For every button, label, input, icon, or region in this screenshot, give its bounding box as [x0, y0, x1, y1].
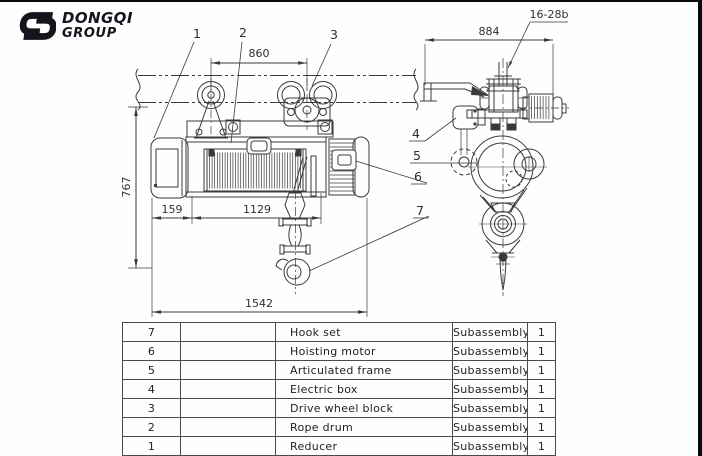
part-number: 5 — [122, 360, 181, 380]
dim-lower-lengths: 159 1129 1542 — [151, 193, 368, 317]
part-code — [180, 417, 276, 437]
company-logo: DONGQI GROUP — [14, 7, 133, 45]
part-number: 6 — [122, 341, 181, 361]
callout-1: 1 — [193, 26, 201, 41]
dim-767: 767 — [120, 177, 133, 198]
part-number: 7 — [122, 322, 181, 342]
callout-2: 2 — [239, 25, 247, 40]
dim-860: 860 — [249, 47, 270, 60]
travel-motor — [519, 93, 569, 123]
dim-overall-height: 767 — [120, 106, 152, 269]
hoisting-motor — [328, 136, 370, 198]
logo-mark-icon — [19, 12, 56, 40]
dim-1129: 1129 — [243, 203, 271, 216]
part-type: Subassembly — [452, 360, 528, 380]
callout-7: 7 — [416, 203, 424, 218]
part-qty: 1 — [527, 436, 556, 456]
part-qty: 1 — [527, 341, 556, 361]
callout-5: 5 — [413, 148, 421, 163]
part-code — [180, 436, 276, 456]
part-qty: 1 — [527, 360, 556, 380]
dim-trolley-width: 884 — [424, 25, 554, 110]
wire-rope — [292, 155, 317, 197]
motor-fins-end-view — [531, 96, 550, 119]
callout-3: 3 — [330, 27, 338, 42]
reducer-housing — [150, 137, 189, 199]
photo-edge-top — [0, 0, 702, 2]
callout-4: 4 — [412, 126, 420, 141]
support-arm — [420, 82, 489, 102]
hook-set — [275, 190, 312, 294]
part-code — [180, 379, 276, 399]
part-qty: 1 — [527, 398, 556, 418]
part-name: Electric box — [275, 379, 453, 399]
part-number: 1 — [122, 436, 181, 456]
brand-name: DONGQI — [62, 9, 133, 28]
part-name: Reducer — [275, 436, 453, 456]
part-name: Hoisting motor — [275, 341, 453, 361]
callouts-end-view: 4 5 6 7 — [308, 117, 476, 272]
part-type: Subassembly — [452, 341, 528, 361]
gear-housing — [468, 135, 547, 199]
suspension-bolts — [490, 117, 517, 131]
part-type: Subassembly — [452, 322, 528, 342]
part-qty: 1 — [527, 417, 556, 437]
part-code — [180, 322, 276, 342]
photo-edge-right — [698, 0, 702, 456]
dim-1542: 1542 — [245, 297, 273, 310]
dim-wheel-span: 860 — [210, 47, 308, 92]
part-name: Hook set — [275, 322, 453, 342]
suspension-frame — [186, 119, 334, 138]
end-view: 884 16-28b 4 5 6 7 — [308, 8, 569, 296]
part-type: Subassembly — [452, 398, 528, 418]
part-code — [180, 360, 276, 380]
rope-falls — [479, 187, 528, 213]
articulated-frame — [450, 129, 478, 176]
part-qty: 1 — [527, 379, 556, 399]
dim-159: 159 — [162, 203, 183, 216]
hook-block — [479, 202, 527, 291]
callouts-side-view: 1 2 3 — [153, 25, 338, 144]
part-name: Drive wheel block — [275, 398, 453, 418]
brand-group: GROUP — [62, 26, 117, 42]
part-type: Subassembly — [452, 436, 528, 456]
rail-spec-label: 16-28b — [507, 8, 569, 69]
part-code — [180, 398, 276, 418]
part-number: 2 — [122, 417, 181, 437]
part-number: 4 — [122, 379, 181, 399]
dim-884: 884 — [479, 25, 500, 38]
electric-box — [452, 105, 486, 130]
drawing-canvas: 860 767 159 1129 1542 — [120, 8, 569, 317]
part-type: Subassembly — [452, 417, 528, 437]
rail-spec-text: 16-28b — [530, 8, 569, 21]
rope-drum — [203, 137, 307, 192]
monorail-beam — [135, 68, 419, 111]
drum-rope-hatching — [209, 152, 301, 189]
part-number: 3 — [122, 398, 181, 418]
part-name: Rope drum — [275, 417, 453, 437]
part-name: Articulated frame — [275, 360, 453, 380]
side-view: 860 767 159 1129 1542 — [120, 25, 419, 317]
part-qty: 1 — [527, 322, 556, 342]
part-code — [180, 341, 276, 361]
part-type: Subassembly — [452, 379, 528, 399]
callout-6: 6 — [414, 169, 422, 184]
